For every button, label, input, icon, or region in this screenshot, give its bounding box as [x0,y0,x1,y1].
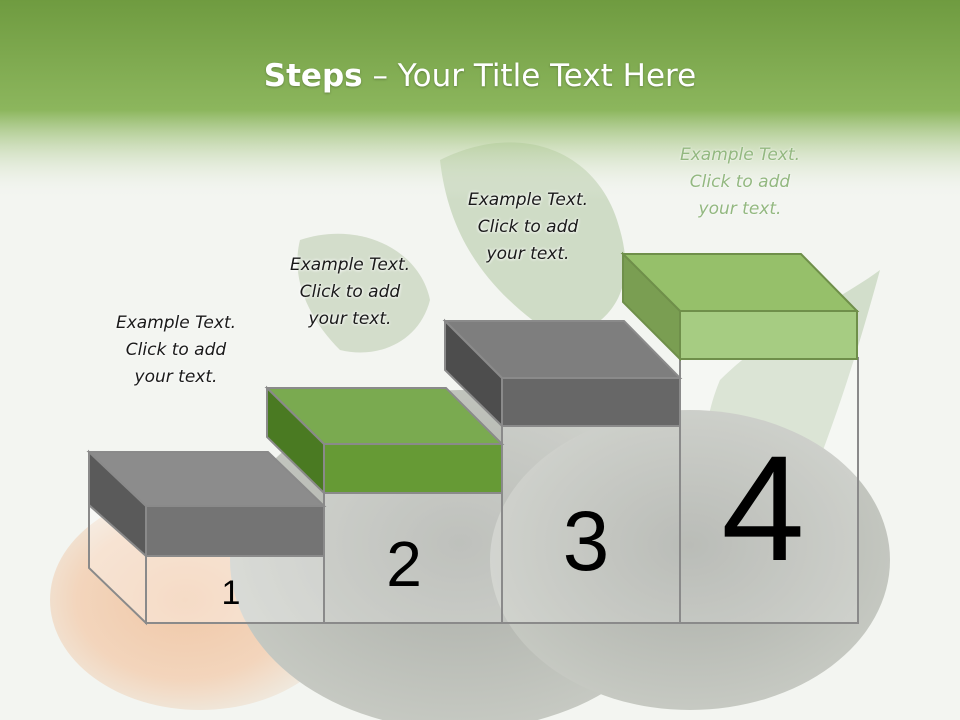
step-1-caption[interactable]: Example Text. Click to add your text. [76,310,276,391]
caption-line: Example Text. [115,313,237,333]
caption-line: your text. [134,367,218,387]
caption-line: Click to add [125,340,227,360]
step-3-caption[interactable]: Example Text. Click to add your text. [428,187,628,268]
step-3-number: 3 [563,494,610,588]
step-2-lid [264,385,505,496]
step-2-column [323,491,503,624]
caption-line: Click to add [477,217,579,237]
step-3-lid [442,318,683,429]
step-1-lid [86,449,327,559]
step-4-column [679,357,859,624]
title-rest: – Your Title Text Here [362,58,697,94]
step-2-caption[interactable]: Example Text. Click to add your text. [250,252,450,333]
step-3-column [501,424,681,624]
step-2-number: 2 [386,528,422,600]
caption-line: Example Text. [679,145,801,165]
caption-line: Click to add [689,172,791,192]
title-bold: Steps [263,58,363,94]
caption-line: your text. [308,309,392,329]
step-1-number: 1 [222,574,241,612]
caption-line: Click to add [299,282,401,302]
slide-title[interactable]: Steps – Your Title Text Here [0,52,960,100]
step-4-caption[interactable]: Example Text. Click to add your text. [640,142,840,223]
step-4-lid [620,251,860,362]
caption-line: your text. [486,244,570,264]
step-4-number: 4 [721,424,804,592]
caption-line: your text. [698,199,782,219]
caption-line: Example Text. [467,190,589,210]
caption-line: Example Text. [289,255,411,275]
